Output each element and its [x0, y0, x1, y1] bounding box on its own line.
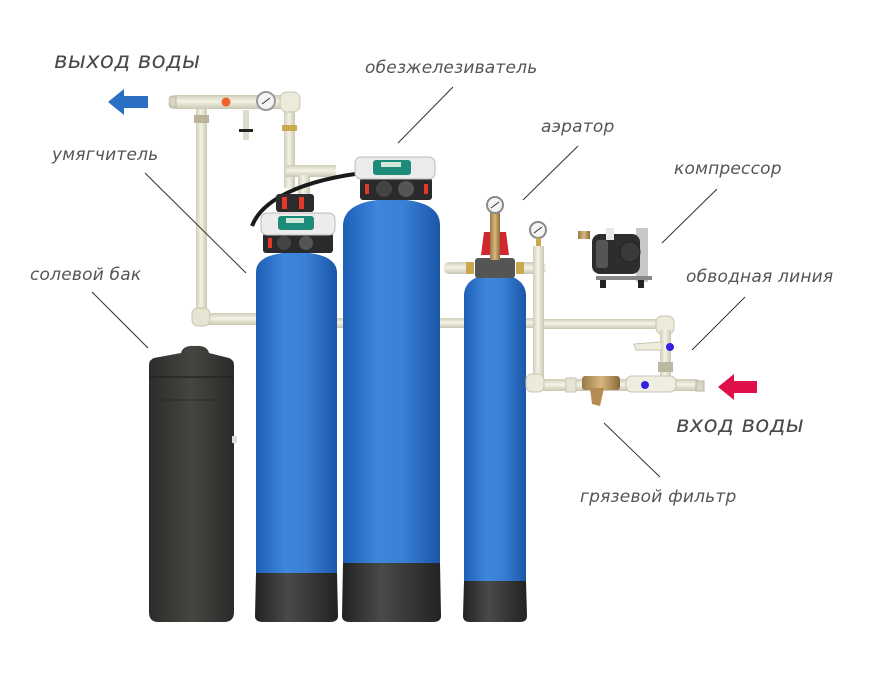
leader-compressor [661, 188, 718, 244]
leader-salt-tank [91, 291, 149, 349]
label-salt-tank: солевой бак [30, 265, 142, 285]
label-softener: умягчитель [52, 145, 159, 165]
compressor [578, 228, 652, 288]
label-compressor: компрессор [674, 159, 782, 179]
water-in-arrow-icon [718, 374, 757, 400]
leader-aerator [522, 145, 579, 201]
salt-tank [149, 345, 237, 622]
leader-bypass [691, 296, 746, 351]
deironer-tank [342, 156, 441, 622]
drain-hose [250, 170, 371, 227]
leader-mud-filter [603, 422, 661, 478]
label-mud-filter: грязевой фильтр [580, 487, 737, 507]
leader-softener [144, 172, 247, 274]
label-water-in: вход воды [676, 412, 804, 438]
water-out-arrow-icon [108, 89, 148, 115]
softener-tank [255, 194, 338, 622]
outlet-manifold [168, 91, 336, 327]
aerator-tank [444, 196, 547, 622]
label-bypass-line: обводная линия [686, 267, 834, 287]
bypass-inlet-piping [525, 315, 705, 406]
label-deironer: обезжелезиватель [365, 58, 538, 78]
label-aerator: аэратор [541, 117, 615, 137]
label-water-out: выход воды [54, 48, 201, 74]
leader-deironer [397, 86, 454, 144]
leader-lines [91, 86, 746, 478]
